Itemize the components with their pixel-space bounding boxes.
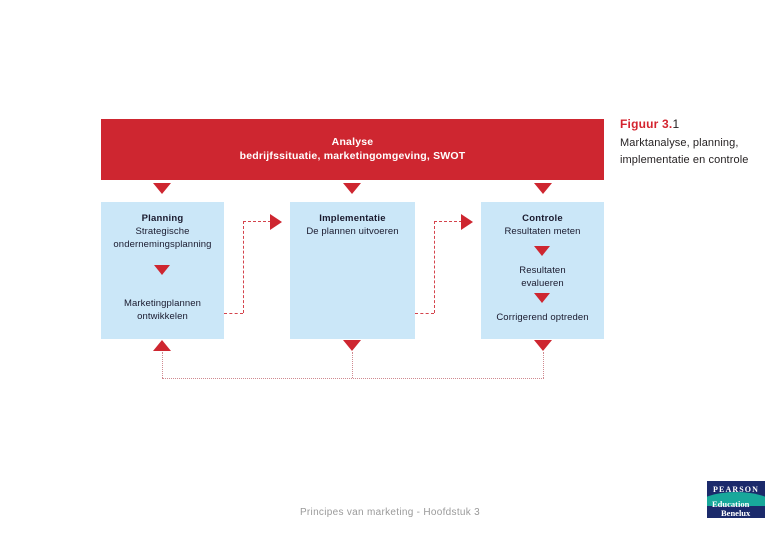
triangle-down-icon-planning-step [154, 265, 170, 275]
connector-1-segment-v [243, 221, 244, 313]
figure-number-value: 1 [672, 117, 680, 131]
analysis-banner-subtitle: bedrijfssituatie, marketingomgeving, SWO… [239, 150, 466, 162]
stage-planning-step-line2: ontwikkelen [137, 311, 188, 322]
triangle-down-icon-controle-step2 [534, 293, 550, 303]
triangle-down-icon-to-implementatie [343, 183, 361, 194]
triangle-up-icon-feedback-to-planning [153, 340, 171, 351]
pearson-logo-top: PEARSON [707, 481, 765, 497]
analysis-banner-title: Analyse [331, 136, 374, 148]
stage-controle-title: Controle [522, 213, 563, 224]
feedback-riser-planning [162, 352, 163, 378]
pearson-logo-swoosh-icon [707, 492, 765, 506]
triangle-down-icon-to-controle [534, 183, 552, 194]
pearson-logo-bottom: Education Benelux [707, 498, 765, 518]
triangle-down-icon-controle-step1 [534, 246, 550, 256]
connector-2-segment-v [434, 221, 435, 313]
pearson-logo-wordmark: PEARSON [713, 484, 759, 494]
feedback-riser-implementatie [352, 352, 353, 378]
stage-implementatie-subtitle: De plannen uitvoeren [306, 226, 399, 237]
pearson-logo-education-text: Education [712, 499, 750, 509]
stage-planning-header: Planning Strategische ondernemingsplanni… [101, 212, 224, 251]
feedback-riser-controle [543, 352, 544, 378]
stage-planning-subtitle-line2: ondernemingsplanning [113, 239, 212, 250]
stage-planning-title: Planning [141, 213, 184, 224]
stage-implementatie-header: Implementatie De plannen uitvoeren [290, 212, 415, 238]
stage-controle-step2-line1: Corrigerend optreden [496, 312, 589, 323]
stage-box-planning: Planning Strategische ondernemingsplanni… [101, 202, 224, 339]
stage-implementatie-title: Implementatie [319, 213, 386, 224]
connector-2-segment-h-upper [434, 221, 462, 222]
triangle-down-icon-to-planning [153, 183, 171, 194]
triangle-down-icon-feedback-from-controle [534, 340, 552, 351]
triangle-down-icon-feedback-from-implementatie [343, 340, 361, 351]
feedback-bus-line [162, 378, 544, 379]
stage-box-implementatie: Implementatie De plannen uitvoeren [290, 202, 415, 339]
slide-footer-text: Principes van marketing - Hoofdstuk 3 [299, 507, 481, 518]
pearson-logo-benelux-text: Benelux [721, 508, 751, 518]
stage-box-controle: Controle Resultaten meten Resultaten eva… [481, 202, 604, 339]
stage-controle-step1-line1: Resultaten [519, 265, 566, 276]
stage-controle-subtitle: Resultaten meten [504, 226, 581, 237]
triangle-right-icon-to-implementatie [270, 214, 282, 230]
stage-planning-subtitle-line1: Strategische [135, 226, 190, 237]
triangle-right-icon-to-controle [461, 214, 473, 230]
connector-1-segment-h-lower [224, 313, 243, 314]
analysis-banner: Analyse bedrijfssituatie, marketingomgev… [101, 119, 604, 180]
stage-controle-step1-line2: evalueren [521, 278, 564, 289]
pearson-logo: PEARSON Education Benelux [707, 481, 765, 518]
connector-2-segment-h-lower [415, 313, 434, 314]
stage-planning-step-line1: Marketingplannen [123, 298, 202, 309]
figure-caption-text: Marktanalyse, planning, implementatie en… [620, 137, 749, 166]
figure-caption-block: Figuur 3.1 Marktanalyse, planning, imple… [620, 116, 770, 168]
figure-number-prefix: Figuur 3. [620, 117, 673, 131]
figure-number-label: Figuur 3.1 [620, 116, 770, 133]
stage-controle-header: Controle Resultaten meten [481, 212, 604, 238]
connector-1-segment-h-upper [243, 221, 271, 222]
